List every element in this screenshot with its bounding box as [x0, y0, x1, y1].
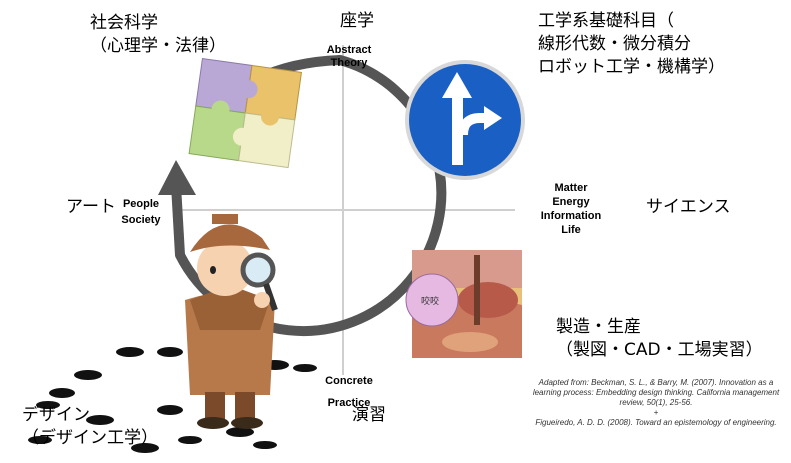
left-axis-jp-label: アート [66, 197, 116, 217]
road-sign-icon [405, 60, 525, 180]
citation-line-5: Figueiredo, A. D. D. (2008). Toward an e… [535, 418, 777, 427]
detective-icon [185, 214, 278, 429]
left-axis-line-1: People [122, 198, 160, 210]
bottom-right-line-2: （製図・CAD・工場実習） [556, 340, 763, 360]
bottom-right-line-1: 製造・生産 [556, 317, 641, 337]
left-axis-en-label: People Society [110, 196, 172, 228]
bottom-left-line-1: デザイン [22, 405, 90, 425]
top-left-quadrant-label: 社会科学 （心理学・法律） [90, 12, 226, 58]
hands-illustration-icon [405, 250, 522, 358]
top-right-line-2: 線形代数・微分積分 [538, 34, 691, 54]
top-right-quadrant-label: 工学系基礎科目（ 線形代数・微分積分 ロボット工学・機構学） [538, 10, 725, 79]
citation: Adapted from: Beckman, S. L., & Barry, M… [525, 378, 787, 428]
bottom-left-line-2: （デザイン工学） [22, 428, 158, 448]
bottom-axis-line-2: Practice [327, 397, 371, 409]
right-axis-jp-label: サイエンス [646, 197, 731, 217]
right-axis-en-label: Matter Energy Information Life [528, 181, 614, 237]
top-left-line-1: 社会科学 [90, 13, 158, 33]
citation-line-3: review, 50(1), 25-56. [619, 398, 693, 407]
right-axis-line-2: Energy [552, 196, 590, 208]
top-right-line-1: 工学系基礎科目（ [538, 11, 674, 31]
citation-line-2: learning process: Embedding design think… [532, 388, 780, 397]
bottom-axis-jp-label: 演習 [352, 405, 386, 425]
right-axis-line-4: Life [561, 224, 581, 236]
top-left-line-2: （心理学・法律） [90, 36, 226, 56]
top-axis-line-1: Abstract [326, 44, 372, 56]
bottom-axis-line-1: Concrete [325, 375, 373, 387]
left-axis-line-2: Society [121, 214, 161, 226]
top-right-line-3: ロボット工学・機構学） [538, 57, 725, 77]
cycle-arrowhead-icon [158, 160, 196, 195]
top-axis-line-2: Theory [330, 57, 368, 69]
bottom-axis-en-label: Concrete Practice [314, 370, 384, 414]
puzzle-icon [188, 57, 303, 169]
bottom-left-quadrant-label: デザイン （デザイン工学） [22, 404, 158, 450]
bottom-right-quadrant-label: 製造・生産 （製図・CAD・工場実習） [556, 316, 763, 362]
cycle-arrow-shaft [171, 184, 185, 256]
right-axis-line-1: Matter [554, 182, 588, 194]
hands-badge-text: 咬咬 [421, 297, 440, 307]
top-axis-jp-label: 座学 [340, 11, 374, 31]
citation-line-4: + [653, 408, 659, 417]
top-axis-en-label: Abstract Theory [318, 44, 380, 70]
right-axis-line-3: Information [540, 210, 602, 222]
citation-line-1: Adapted from: Beckman, S. L., & Barry, M… [538, 378, 774, 387]
